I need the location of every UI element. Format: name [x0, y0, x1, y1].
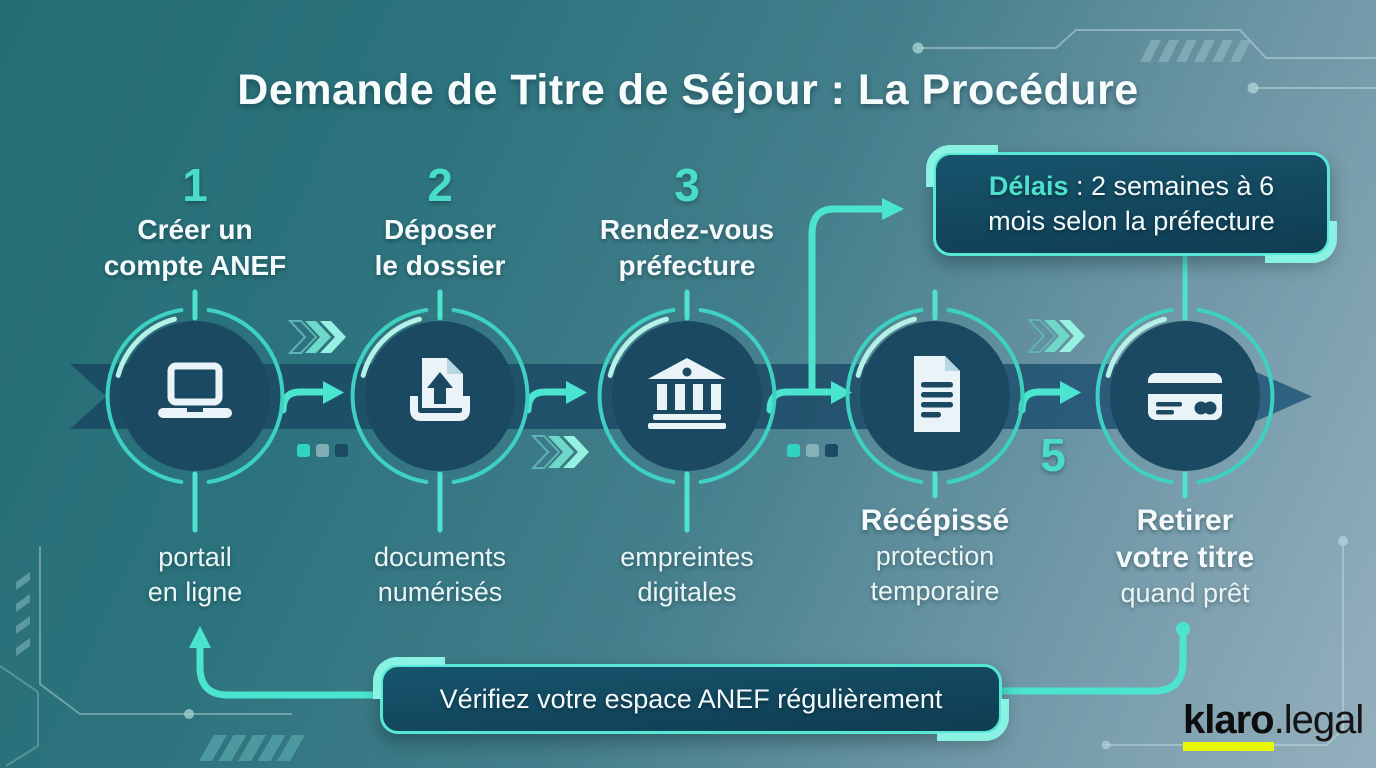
- callout-corner-accent: [373, 657, 445, 699]
- step-5-label: Retirer votre titre quand prêt: [1075, 502, 1295, 611]
- circuit-decoration-top-right: [918, 29, 1376, 89]
- step-2-sublabel-line: numérisés: [377, 577, 503, 607]
- circuit-node-dot: [1247, 82, 1259, 94]
- step-1-sublabel-line: en ligne: [147, 577, 243, 607]
- verify-callout: Vérifiez votre espace ANEF régulièrement: [373, 657, 1009, 741]
- step-4-label: Récépissé protection temporaire: [820, 502, 1050, 609]
- step-5-heading: Retirer votre titre: [1075, 502, 1295, 576]
- step-4-heading: Récépissé: [820, 502, 1050, 539]
- step-1-sublabel: portail en ligne: [95, 540, 295, 610]
- connector-step5-to-verify: [994, 632, 1187, 695]
- step-1-title-line: Créer un: [137, 214, 253, 245]
- step-4-sublabel-line: temporaire: [870, 576, 1000, 606]
- step-3-sublabel: empreintes digitales: [577, 540, 797, 610]
- step-3-title: Rendez-vous préfecture: [577, 212, 797, 284]
- step-1-sublabel-line: portail: [158, 542, 232, 572]
- logo-suffix: .legal: [1273, 698, 1365, 742]
- verify-text: Vérifiez votre espace ANEF régulièrement: [439, 683, 943, 714]
- arrow-to-delais-callout: [808, 205, 886, 392]
- credit-card-icon: [1148, 373, 1222, 420]
- chevrons-step4-5: [1028, 319, 1085, 353]
- delais-keyword: Délais: [988, 171, 1069, 201]
- delais-callout: Délais : 2 semaines à 6 mois selon la pr…: [926, 145, 1337, 263]
- step-2-sublabel-line: documents: [373, 542, 507, 572]
- step-5-heading-line: votre titre: [1115, 541, 1255, 574]
- step-1-number: 1: [182, 159, 208, 211]
- progress-dots-step3-4: [787, 444, 838, 457]
- hatch-stripes-bottom-left: [199, 735, 305, 761]
- arrow-verify-to-portal: [196, 644, 382, 699]
- circuit-node-dot: [912, 42, 924, 54]
- step-4-heading-line: Récépissé: [860, 504, 1010, 537]
- step-1-header: 1: [135, 158, 255, 212]
- step-5-sublabel-line: quand prêt: [1120, 578, 1250, 608]
- laptop-icon: [158, 362, 232, 418]
- callout-corner-accent: [926, 145, 998, 187]
- logo-underline: [1183, 742, 1274, 751]
- step-5-heading-line: Retirer: [1136, 504, 1234, 537]
- step-3-node: [597, 289, 777, 533]
- bank-building-icon: [648, 358, 726, 429]
- step-arrows: [196, 205, 1187, 699]
- chevrons-step1-2: [289, 320, 346, 354]
- receipt-document-icon: [914, 356, 960, 432]
- step-2-title-line: le dossier: [374, 250, 506, 281]
- delais-callout-text: Délais : 2 semaines à 6 mois selon la pr…: [962, 169, 1301, 239]
- step-3-number: 3: [674, 159, 700, 211]
- step-3-sublabel-line: digitales: [637, 577, 737, 607]
- tick-marks-left-edge: [16, 572, 30, 656]
- page-title: Demande de Titre de Séjour : La Procédur…: [237, 66, 1139, 114]
- step-1-title-line: compte ANEF: [103, 250, 287, 281]
- step-2-node: [350, 289, 530, 533]
- step-1-node: [105, 289, 285, 533]
- step-5-number: 5: [1040, 429, 1066, 481]
- step-2-header: 2: [380, 158, 500, 212]
- step-3-sublabel-line: empreintes: [620, 542, 754, 572]
- arrow-heads: [189, 198, 1190, 648]
- step-2-number: 2: [427, 159, 453, 211]
- step-4-sublabel: protection temporaire: [820, 539, 1050, 609]
- circuit-node-dot: [1101, 740, 1111, 750]
- step-3-title-line: préfecture: [618, 250, 756, 281]
- chevrons-step2-3: [532, 435, 589, 469]
- step-5-sublabel: quand prêt: [1075, 576, 1295, 611]
- progress-dots-step1-2: [297, 444, 348, 457]
- logo-brand: klaro: [1183, 698, 1275, 751]
- step-4-node: [845, 289, 1025, 499]
- step-2-sublabel: documents numérisés: [330, 540, 550, 610]
- delais-text: : 2 semaines à 6 mois selon la préfectur…: [988, 171, 1275, 236]
- step-2-title-line: Déposer: [383, 214, 497, 245]
- step-5-node: [1095, 308, 1275, 499]
- document-upload-icon: [410, 358, 470, 421]
- callout-corner-accent: [937, 699, 1009, 741]
- circuit-node-dot: [184, 709, 194, 719]
- circuit-node-dot: [1338, 536, 1348, 546]
- hatch-stripes-top-right: [1140, 40, 1251, 62]
- step-3-title-line: Rendez-vous: [599, 214, 775, 245]
- step-4-sublabel-line: protection: [875, 541, 995, 571]
- step-2-title: Déposer le dossier: [330, 212, 550, 284]
- logo-brand-text: klaro: [1183, 698, 1275, 742]
- callout-corner-accent: [1265, 221, 1337, 263]
- step-1-title: Créer un compte ANEF: [95, 212, 295, 284]
- klaro-legal-logo: klaro .legal: [1183, 698, 1365, 751]
- step-3-header: 3: [627, 158, 747, 212]
